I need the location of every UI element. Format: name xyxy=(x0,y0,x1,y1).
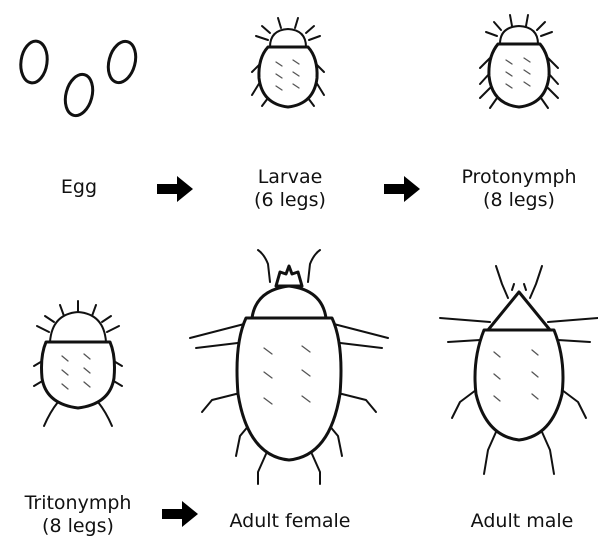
protonymph-label: Protonymph (8 legs) xyxy=(446,166,592,212)
adult-male-label-text: Adult male xyxy=(471,510,574,532)
tritonymph-illustration xyxy=(34,301,122,426)
tritonymph-sublabel: (8 legs) xyxy=(10,515,146,538)
egg-label-text: Egg xyxy=(61,176,97,198)
tritonymph-label: Tritonymph (8 legs) xyxy=(10,492,146,538)
right-arrow-icon xyxy=(155,174,195,204)
egg-illustration xyxy=(18,38,140,118)
protonymph-sublabel: (8 legs) xyxy=(446,189,592,212)
egg-label: Egg xyxy=(34,176,124,199)
adult-female-label: Adult female xyxy=(210,510,370,533)
protonymph-illustration xyxy=(480,15,558,108)
larva-illustration xyxy=(252,18,324,107)
adult-male-illustration xyxy=(440,266,598,474)
larvae-label: Larvae (6 legs) xyxy=(230,166,350,212)
larvae-label-text: Larvae xyxy=(230,166,350,189)
protonymph-label-text: Protonymph xyxy=(446,166,592,189)
right-arrow-icon xyxy=(382,174,422,204)
tritonymph-label-text: Tritonymph xyxy=(10,492,146,515)
adult-male-label: Adult male xyxy=(452,510,592,533)
larvae-sublabel: (6 legs) xyxy=(230,189,350,212)
adult-female-label-text: Adult female xyxy=(229,510,350,532)
right-arrow-icon xyxy=(160,499,200,529)
adult-female-illustration xyxy=(190,250,388,484)
